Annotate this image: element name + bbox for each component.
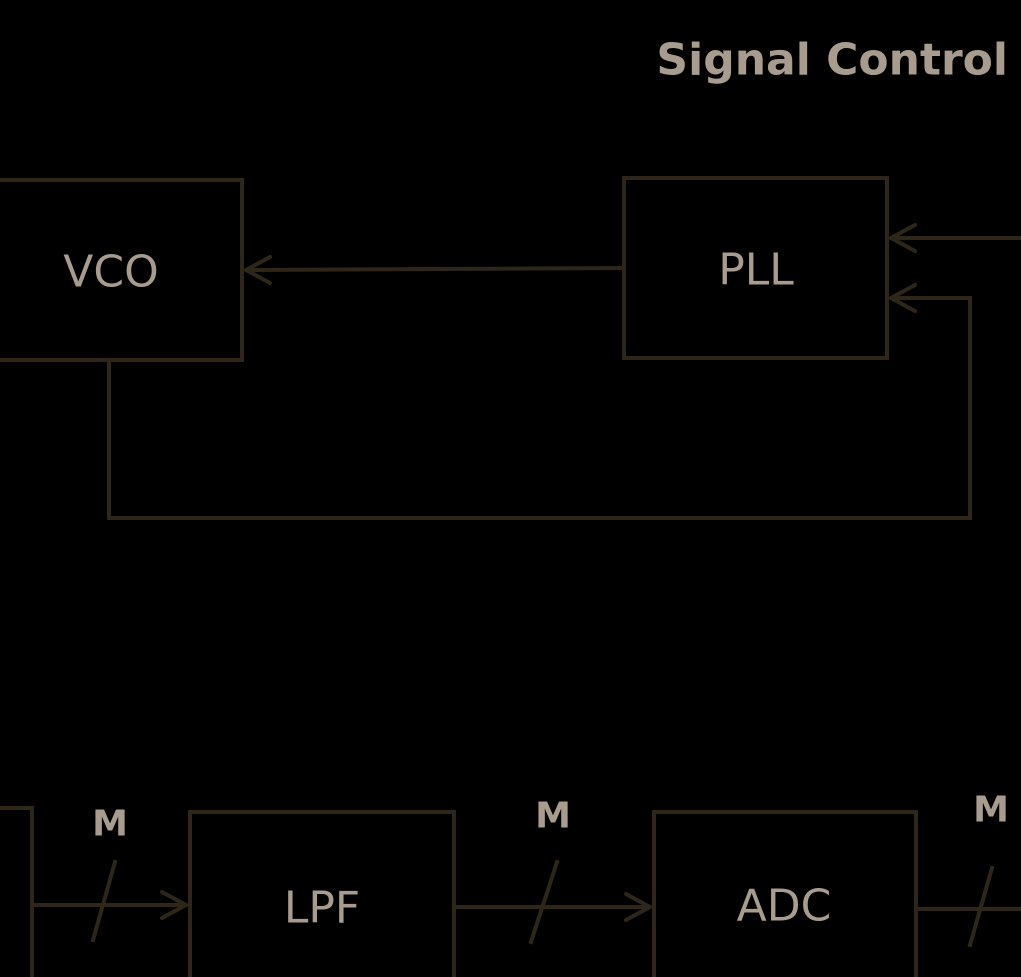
vco-block: [0, 178, 244, 362]
vco-label: VCO: [63, 247, 158, 298]
left-partial-block: [0, 806, 34, 977]
adc-label: ADC: [737, 881, 832, 932]
pll-label: PLL: [718, 245, 794, 296]
lpf-input-arrowhead: [160, 890, 188, 920]
vco-input-arrowhead: [244, 255, 272, 285]
bus-1-slash: [90, 859, 118, 943]
pll-to-vco-wire: [244, 265, 627, 273]
feedback-loop-wire: [107, 296, 972, 520]
pll-feedback-arrowhead: [889, 283, 917, 313]
bus-2-width-label: M: [535, 796, 571, 837]
pll-ref-arrowhead: [889, 223, 917, 253]
bus-1-width-label: M: [92, 804, 128, 845]
diagram-title: Signal Control: [656, 35, 1008, 86]
bus-2-slash: [528, 859, 560, 945]
adc-input-arrowhead: [624, 892, 652, 922]
bus-3-slash: [967, 865, 995, 948]
bus-3-width-label: M: [973, 790, 1009, 831]
lpf-label: LPF: [284, 883, 360, 934]
